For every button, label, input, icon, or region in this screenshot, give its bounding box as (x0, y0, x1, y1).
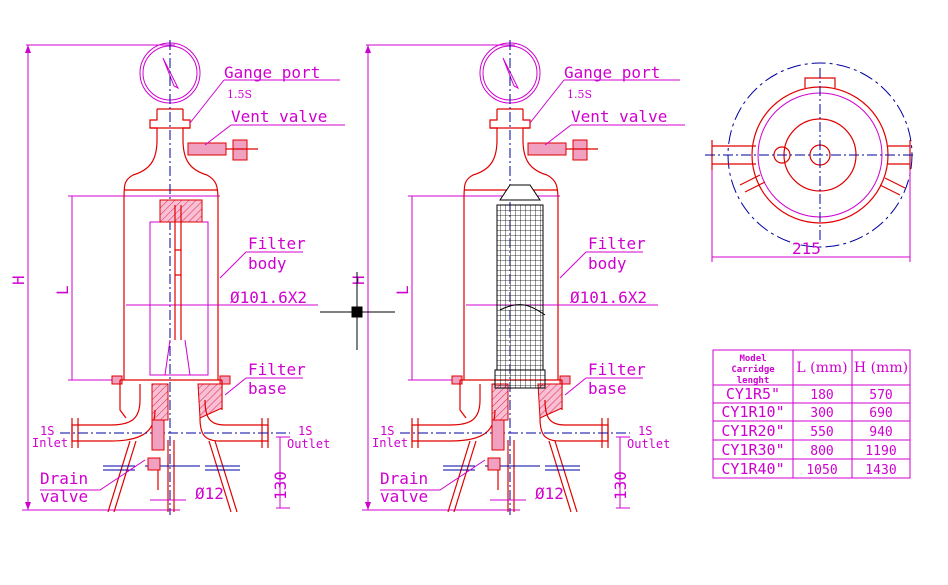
filter-housing: Gange port 1.5S Vent valve Filter body Ø… (9, 40, 345, 515)
table-cell-h: 690 (869, 406, 892, 421)
table-cell-l: 1050 (806, 463, 837, 478)
dimension-h-label: H (9, 275, 28, 285)
table-header-l: L (mm) (796, 360, 847, 376)
filter-body-label-2: body (248, 254, 287, 273)
table-cell-h: 1430 (865, 463, 896, 478)
table-cell-l: 800 (810, 444, 833, 459)
table-cell-model: CY1R10" (721, 403, 784, 421)
dimension-l-label: L (53, 285, 72, 295)
inlet-size-label: 1S (40, 424, 54, 438)
table-cell-model: CY1R30" (721, 441, 784, 459)
filter-base-label-2: base (248, 379, 287, 398)
filter-body-label: Filter (248, 234, 306, 253)
filter-base-label: Filter (248, 360, 306, 379)
table-cell-l: 180 (810, 388, 833, 403)
vent-valve-label: Vent valve (231, 107, 327, 126)
gauge-port-label: Gange port (224, 63, 320, 82)
cartridge-pleated-right (494, 184, 546, 389)
drain-diameter-label: Ø12 (195, 484, 224, 503)
model-table: Model Carridge lenght L (mm) H (mm) CY1R… (712, 349, 911, 479)
outlet-size-label: 1S (298, 424, 312, 438)
table-cell-model: CY1R20" (721, 422, 784, 440)
top-width-label: 215 (792, 239, 821, 258)
cartridge-section-left (149, 199, 209, 376)
inlet-label: Inlet (32, 436, 68, 450)
table-cell-l: 550 (810, 425, 833, 440)
gauge-size-label: 1.5S (227, 88, 252, 101)
top-view: 215 (705, 62, 915, 262)
drain-label: Drain (40, 469, 88, 488)
crosshair-cursor-icon (320, 272, 395, 350)
table-cell-h: 940 (869, 425, 892, 440)
table-header-length: lenght (737, 376, 770, 386)
table-header-cartridge: Carridge (731, 364, 775, 375)
table-cell-model: CY1R5" (726, 385, 780, 403)
dimension-l-line (68, 195, 220, 381)
table-cell-h: 570 (869, 388, 892, 403)
height-130-label: 130 (271, 471, 290, 500)
drain-label-2: valve (40, 487, 88, 506)
table-cell-h: 1190 (865, 444, 896, 459)
table-cell-l: 300 (810, 406, 833, 421)
table-cell-model: CY1R40" (721, 460, 784, 478)
outlet-label: Outlet (287, 437, 330, 451)
dimension-h-line (22, 44, 180, 511)
table-header-model: Model (739, 354, 766, 364)
table-header-h: H (mm) (854, 360, 908, 376)
diameter-label: Ø101.6X2 (230, 288, 307, 307)
